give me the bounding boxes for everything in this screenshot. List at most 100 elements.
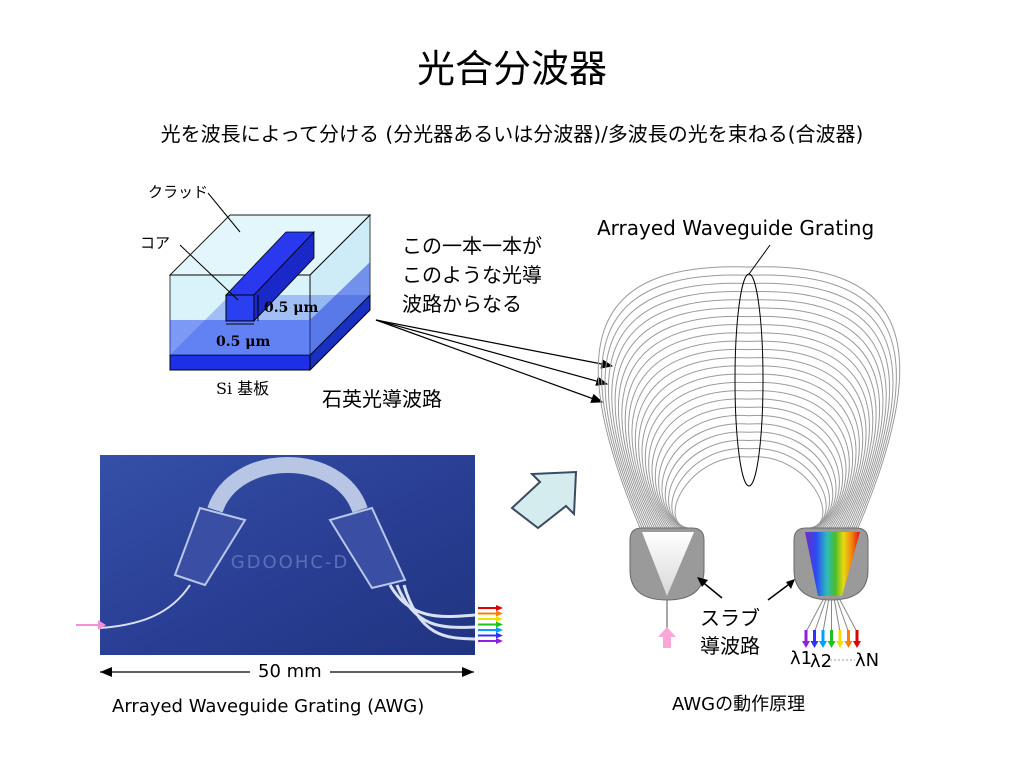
scale-arrow-right [462, 667, 474, 677]
wavelength-arrowhead [827, 641, 836, 648]
arrayed-waveguide [668, 439, 830, 529]
input-slab-beam [642, 532, 694, 596]
pointer-arrow [510, 470, 578, 530]
lambda-n-label: λN [855, 650, 880, 671]
output-slab-spectrum [805, 532, 860, 596]
lambda-2-label: λ2 [810, 651, 833, 672]
arrayed-waveguide [654, 406, 844, 529]
fanout-waveguide [822, 597, 830, 633]
output-light-arrowhead [496, 638, 503, 644]
scale-label: 50 mm [258, 661, 322, 682]
awg-chip-photo: GDOOHC-D [76, 455, 503, 655]
wavelength-arrowhead [844, 641, 853, 648]
arrayed-waveguide [658, 415, 840, 529]
output-light-arrowhead [496, 605, 503, 611]
arrayed-waveguide [597, 266, 901, 529]
output-light-arrows [478, 605, 503, 644]
fanout-waveguide [838, 597, 858, 633]
fanout-waveguide [836, 597, 849, 633]
awg-title: Arrayed Waveguide Grating [597, 216, 875, 240]
arrayed-waveguide [628, 340, 870, 529]
input-arrow-head [658, 627, 676, 637]
core-side [253, 231, 315, 322]
waveguide-cross-section [168, 192, 372, 372]
scale-bar [100, 667, 474, 677]
lower-clad [170, 320, 310, 355]
output-waveguide-2 [395, 584, 476, 629]
callout-arrow-1 [375, 319, 614, 369]
chip-marking: GDOOHC-D [231, 552, 350, 573]
output-waveguide-1 [388, 584, 476, 619]
fanout-waveguide [814, 597, 827, 633]
arrayed-waveguide [618, 315, 880, 529]
arrayed-waveguide [611, 299, 887, 529]
input-light-arrowhead [98, 620, 106, 630]
slab-pointer-right-head [786, 579, 795, 589]
height-label: 0.5 μm [216, 334, 271, 350]
arrayed-waveguide [631, 348, 867, 529]
core-pointer [179, 244, 239, 301]
wavelength-arrowhead [802, 641, 810, 648]
substrate-label: Si 基板 [216, 379, 270, 398]
awg-caption: AWGの動作原理 [672, 694, 806, 715]
arrayed-waveguide [614, 307, 884, 529]
wavelength-arrowhead [836, 641, 844, 648]
output-light-arrowhead [496, 621, 503, 628]
arrayed-waveguide [638, 365, 860, 529]
substrate-front [169, 354, 311, 371]
arrayed-waveguide [604, 282, 894, 529]
fanout-waveguide [805, 597, 825, 633]
width-label: 0.5 μm [264, 300, 319, 316]
callout-text: この一本一本が このような光導 波路からなる [402, 232, 542, 319]
callout-line-3: 波路からなる [402, 292, 522, 316]
callout-line-2: このような光導 [402, 263, 542, 287]
arrayed-waveguide [641, 373, 857, 529]
left-slab [173, 506, 247, 587]
output-fanout [805, 597, 858, 633]
array-ellipse [734, 273, 764, 487]
scale-arrow-left [100, 667, 112, 677]
title-pointer [748, 244, 771, 275]
arrayed-waveguide [607, 291, 891, 529]
page-subtitle: 光を波長によって分ける (分光器あるいは分波器)/多波長の光を束ねる(合波器) [160, 122, 864, 146]
callout-arrow-2 [375, 319, 609, 386]
lower-clad-side [310, 262, 370, 355]
awg-schematic [597, 244, 901, 661]
right-slab [328, 506, 407, 590]
output-light-arrowhead [496, 627, 503, 633]
pointer-arrow-shape [510, 470, 578, 530]
photo-caption: Arrayed Waveguide Grating (AWG) [112, 696, 425, 717]
arrayed-waveguide [601, 274, 897, 529]
arrayed-waveguide [674, 456, 824, 529]
input-waveguide [99, 584, 191, 629]
output-waveguide-3 [402, 584, 476, 641]
chip-substrate [100, 455, 475, 655]
page-title: 光合分波器 [416, 47, 607, 91]
arrayed-waveguides [597, 266, 901, 529]
arrayed-waveguide [671, 448, 827, 529]
arrayed-waveguide [621, 324, 877, 529]
arrayed-waveguide [664, 431, 834, 529]
arrayed-waveguide [661, 423, 837, 529]
callout-arrow-3 [375, 319, 604, 403]
slab-pointer-right [767, 581, 793, 601]
core-front [225, 294, 255, 322]
wavelength-arrowhead [810, 641, 819, 648]
slab-pointer-left-head [697, 577, 708, 587]
callout-line-1: この一本一本が [402, 234, 542, 258]
wavelength-arrows [802, 630, 861, 648]
slab-label-line-2: 導波路 [700, 634, 760, 658]
output-light-arrowhead [496, 632, 503, 639]
callout-arrows [375, 319, 614, 403]
input-arrow-stem [663, 636, 671, 648]
arrayed-waveguide [634, 357, 864, 529]
slab-label: スラブ 導波路 [700, 604, 760, 660]
arrayed-waveguide [644, 382, 854, 529]
fanout-waveguide [833, 597, 841, 633]
clad-pointer [207, 192, 241, 233]
arrayed-waveguide [648, 390, 850, 529]
arrayed-waveguide [624, 332, 874, 529]
slab-label-line-1: スラブ [700, 606, 760, 630]
wavelength-arrowhead [853, 641, 861, 648]
core-label: コア [140, 234, 171, 252]
